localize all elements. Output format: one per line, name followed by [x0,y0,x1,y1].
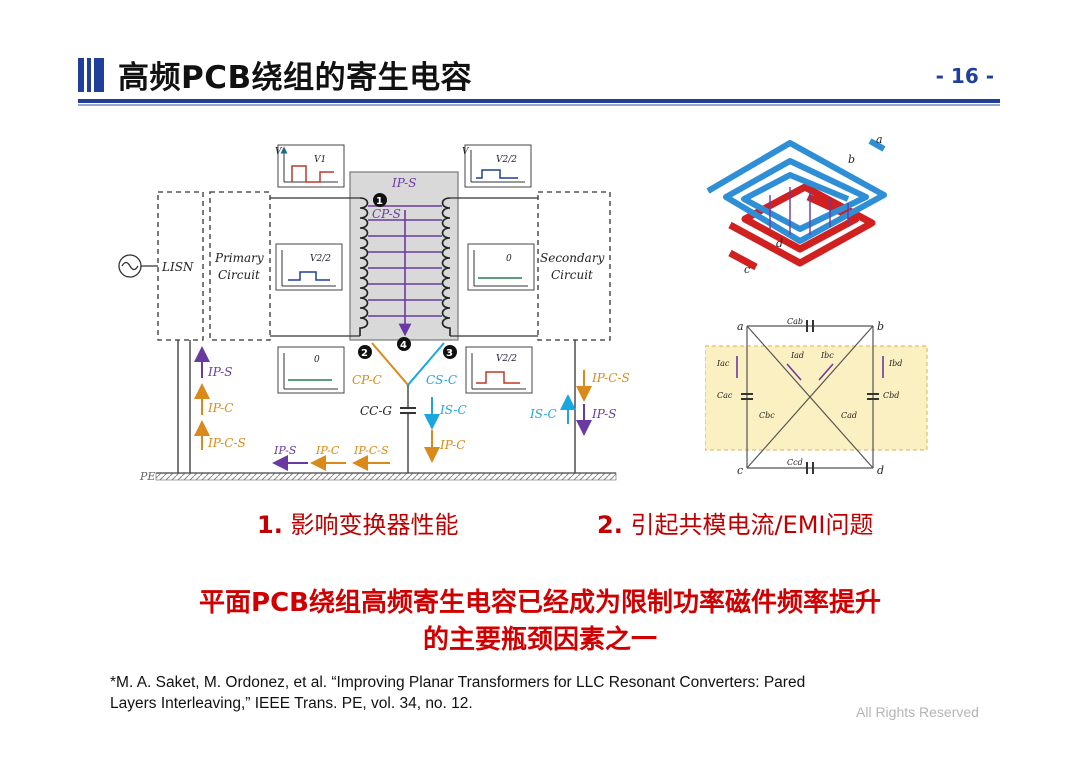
svg-text:b: b [848,153,855,166]
svg-text:IP-C-S: IP-C-S [591,371,630,385]
waveform-box-v1: V V1 [275,144,345,188]
header-divider-shadow [78,104,1000,106]
marker-4-icon [397,337,411,351]
capacitance-network-figure: a b c d Cab Ccd Cac Cbd Cbc Cad Iac Iad … [705,318,928,477]
svg-text:d: d [776,237,783,250]
header-divider [78,99,1000,103]
svg-text:Cad: Cad [841,411,857,420]
svg-text:Iac: Iac [716,359,730,368]
svg-text:IP-S: IP-S [273,444,297,457]
svg-text:V2/2: V2/2 [496,155,517,165]
svg-text:CS-C: CS-C [426,373,457,387]
svg-text:Primary: Primary [214,251,264,265]
marker-1-icon [373,193,387,207]
rights-footer: All Rights Reserved [856,704,979,720]
svg-text:CP-C: CP-C [352,373,382,387]
waveform-box-v22-primary: V2/2 [275,243,343,291]
svg-text:IS-C: IS-C [529,407,557,421]
svg-text:4: 4 [400,340,407,351]
pe-ground-bar [155,472,617,481]
svg-text:c: c [744,263,750,276]
caption-emi: 2. 引起共模电流/EMI问题 [597,511,874,539]
svg-text:Circuit: Circuit [551,268,593,282]
svg-text:IP-C: IP-C [315,444,340,457]
svg-text:Cbc: Cbc [759,411,775,420]
svg-text:Ccd: Ccd [787,458,803,467]
reference-citation: *M. A. Saket, M. Ordonez, et al. “Improv… [110,674,806,712]
svg-text:V2/2: V2/2 [496,354,517,364]
page-title: 高频PCB绕组的寄生电容 [118,60,473,96]
conclusion-line-1: 平面PCB绕组高频寄生电容已经成为限制功率磁件频率提升 [199,588,881,618]
svg-text:IP-C-S: IP-C-S [353,444,389,457]
svg-text:IS-C: IS-C [439,403,467,417]
primary-winding [359,197,369,336]
svg-text:IP-C: IP-C [439,438,465,452]
page-number: - 16 - [935,64,994,88]
svg-text:V2/2: V2/2 [310,254,331,264]
waveform-box-zero-secondary: 0 [467,243,535,291]
lisn-box [157,191,204,341]
transformer-cm-current-diagram: LISN Primary Circuit Secondary Circuit 1… [118,144,630,483]
svg-text:Secondary: Secondary [540,251,605,265]
svg-text:IP-C: IP-C [207,401,233,415]
svg-text:CP-S: CP-S [372,207,401,221]
svg-text:Ibc: Ibc [820,351,834,360]
svg-text:d: d [877,464,884,477]
svg-text:CC-G: CC-G [360,404,392,418]
pcb-winding-3d-figure: a b c d [706,133,887,276]
svg-text:PE: PE [139,470,155,483]
svg-text:IP-C-S: IP-C-S [207,436,246,450]
svg-text:Circuit: Circuit [218,268,260,282]
svg-text:IP-S: IP-S [207,365,232,379]
svg-text:Cab: Cab [787,318,803,326]
title-bar-icon [78,58,104,92]
marker-3-icon [443,345,457,359]
svg-text:Ibd: Ibd [888,359,902,368]
lisn-label: LISN [161,260,194,274]
svg-text:a: a [737,320,744,333]
waveform-box-v22-top: V V2/2 [462,144,532,188]
svg-text:1: 1 [376,196,383,207]
conclusion-line-2: 的主要瓶颈因素之一 [422,625,657,655]
svg-text:V1: V1 [314,155,326,165]
waveform-box-v22-bottom: V2/2 [465,346,533,394]
svg-text:IP-S: IP-S [591,407,616,421]
caption-performance: 1. 影响变换器性能 [257,511,459,539]
svg-text:Cac: Cac [717,391,733,400]
svg-text:IP-S: IP-S [391,176,416,190]
svg-text:a: a [876,133,883,146]
svg-text:V: V [275,147,283,157]
waveform-box-zero-bottom: 0 [277,346,345,394]
marker-2-icon [358,345,372,359]
svg-text:2: 2 [361,348,368,359]
svg-text:c: c [737,464,743,477]
svg-text:0: 0 [314,355,320,365]
secondary-winding [441,197,451,336]
svg-text:Iad: Iad [790,351,804,360]
svg-text:Cbd: Cbd [883,391,899,400]
svg-text:0: 0 [506,254,512,264]
svg-text:V: V [462,147,470,157]
secondary-circuit-box [537,191,611,341]
svg-text:b: b [877,320,884,333]
primary-circuit-box [209,191,271,341]
svg-text:3: 3 [446,348,453,359]
